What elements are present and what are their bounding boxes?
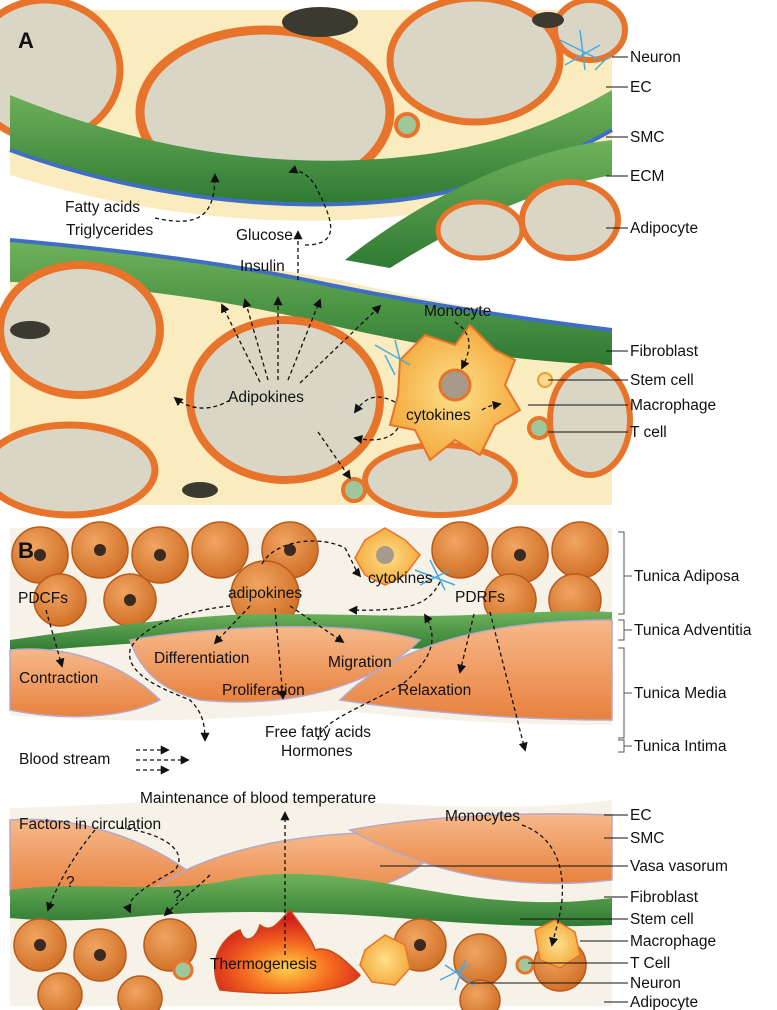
label-maintenance: Maintenance of blood temperature [140,790,376,807]
label-glucose: Glucose [236,227,293,244]
t-cell-a1 [396,114,418,136]
label-question-1: ? [66,874,75,891]
panel-a-letter: A [18,28,34,53]
label-migration: Migration [328,654,392,671]
label-pdrfs: PDRFs [455,589,505,606]
label-insulin: Insulin [240,258,285,275]
label-fibroblast-a: Fibroblast [630,343,699,360]
label-tunica-adventitia: Tunica Adventitia [634,622,752,639]
t-cell-a3 [343,479,365,501]
label-differentiation: Differentiation [154,650,249,667]
label-monocytes: Monocytes [445,808,520,825]
panel-a: A Fatty acids Triglycerides Glucose Insu… [0,0,716,515]
label-ec-a: EC [630,79,652,96]
label-stem-cell-a: Stem cell [630,372,694,389]
label-ecm-a: ECM [630,168,664,185]
label-monocyte: Monocyte [424,303,491,320]
label-cytokines-a: cytokines [406,407,471,424]
label-vasa-vasorum: Vasa vasorum [630,858,728,875]
panel-b: B cytokines adipokines PDCFs PDRFs [10,522,752,1010]
label-factors: Factors in circulation [19,816,161,833]
label-t-cell-a: T cell [630,424,667,441]
label-adipocyte-b: Adipocyte [630,994,698,1010]
label-blood-stream: Blood stream [19,751,110,768]
label-neuron-b: Neuron [630,975,681,992]
label-adipokines-b: adipokines [228,585,302,602]
label-t-cell-b: T Cell [630,955,670,972]
label-proliferation: Proliferation [222,682,305,699]
label-fatty-acids: Fatty acids [65,199,140,216]
label-free-fatty-acids: Free fatty acids [265,724,371,741]
label-smc-b: SMC [630,830,664,847]
label-stem-cell-b: Stem cell [630,911,694,928]
label-tunica-media: Tunica Media [634,685,727,702]
label-triglycerides: Triglycerides [66,222,154,239]
label-tunica-adiposa: Tunica Adiposa [634,568,740,585]
panel-b-brackets [618,532,632,752]
t-cell-b [517,957,533,973]
label-adipocyte-a: Adipocyte [630,220,698,237]
label-pdcfs: PDCFs [18,590,68,607]
label-question-2: ? [173,888,182,905]
label-thermogenesis: Thermogenesis [210,956,317,973]
t-cell-a2 [529,418,549,438]
label-neuron-a: Neuron [630,49,681,66]
label-fibroblast-b: Fibroblast [630,889,699,906]
label-smc-a: SMC [630,129,664,146]
label-relaxation: Relaxation [398,682,471,699]
panel-b-letter: B [18,538,34,563]
macrophage-nucleus [440,370,470,400]
label-macrophage-b: Macrophage [630,933,716,950]
label-hormones: Hormones [281,743,353,760]
label-tunica-intima: Tunica Intima [634,738,727,755]
label-ec-b: EC [630,807,652,824]
label-cytokines-b: cytokines [368,570,433,587]
label-macrophage-a: Macrophage [630,397,716,414]
label-contraction: Contraction [19,670,98,687]
label-adipokines: Adipokines [228,389,304,406]
